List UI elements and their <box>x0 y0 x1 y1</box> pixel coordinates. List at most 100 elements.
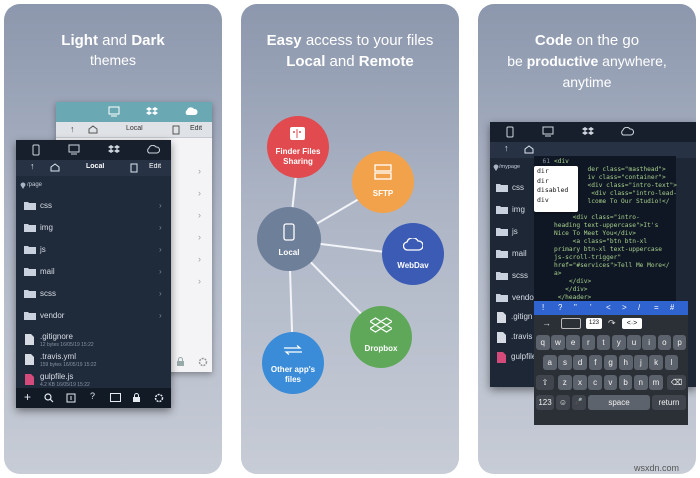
key-z[interactable]: z <box>558 375 572 390</box>
key-j[interactable]: j <box>634 355 648 370</box>
sftp-node[interactable]: SFTP <box>352 151 414 213</box>
backspace-key[interactable]: ⌫ <box>667 375 686 390</box>
other-apps-files-node[interactable]: Other app's files <box>262 332 324 394</box>
gear-icon[interactable] <box>198 357 208 367</box>
symbol-key[interactable]: = <box>654 303 659 312</box>
autocomplete-item[interactable]: dir <box>537 176 549 185</box>
transfer-icon[interactable] <box>66 393 76 403</box>
folder-row[interactable]: css <box>490 178 534 200</box>
up-arrow-icon[interactable]: ↑ <box>70 124 75 134</box>
cloud-icon[interactable] <box>620 127 634 136</box>
cloud-icon[interactable] <box>146 145 160 154</box>
phone-icon[interactable] <box>506 126 514 138</box>
key-s[interactable]: s <box>558 355 572 370</box>
key-w[interactable]: w <box>551 335 565 350</box>
emoji-key[interactable]: ☺ <box>556 395 570 410</box>
key-b[interactable]: b <box>618 375 633 390</box>
webdav-node[interactable]: WebDav <box>382 223 444 285</box>
symbol-key[interactable]: ' <box>590 303 592 312</box>
folder-row[interactable]: js <box>490 222 534 244</box>
document-icon[interactable] <box>172 125 180 135</box>
key-k[interactable]: k <box>649 355 663 370</box>
key-r[interactable]: r <box>581 335 596 350</box>
folder-row[interactable]: css› <box>16 196 171 218</box>
lock-icon[interactable] <box>132 393 141 403</box>
redo-icon[interactable]: ↷ <box>608 318 616 328</box>
dropbox-icon[interactable] <box>146 106 158 117</box>
key-u[interactable]: u <box>627 335 641 350</box>
phone-icon[interactable] <box>32 144 40 156</box>
symbol-key[interactable]: ? <box>558 303 563 312</box>
add-icon[interactable]: + <box>24 390 32 404</box>
key-m[interactable]: m <box>649 375 663 390</box>
help-icon[interactable]: ? <box>90 391 96 401</box>
key-g[interactable]: g <box>603 355 618 370</box>
home-icon[interactable] <box>50 163 60 172</box>
key-p[interactable]: p <box>672 335 687 350</box>
autocomplete-item[interactable]: dir <box>537 167 549 175</box>
key-i[interactable]: i <box>642 335 656 350</box>
key-l[interactable]: l <box>664 355 679 370</box>
file-row[interactable]: .gitign <box>490 308 534 330</box>
key-h[interactable]: h <box>619 355 633 370</box>
server-icon[interactable] <box>68 144 80 155</box>
folder-row[interactable]: mail <box>490 244 534 266</box>
file-row[interactable]: gulpfile <box>490 348 536 370</box>
document-icon[interactable] <box>130 163 138 173</box>
light-edit-button[interactable]: Edit <box>190 125 203 132</box>
key-d[interactable]: d <box>573 355 587 370</box>
home-icon[interactable] <box>524 145 534 154</box>
symbol-key[interactable]: " <box>574 303 577 312</box>
dropbox-icon[interactable] <box>108 144 120 155</box>
file-row[interactable]: .travis <box>490 328 534 350</box>
shift-key[interactable]: ⇧ <box>536 375 554 390</box>
up-arrow-icon[interactable]: ↑ <box>504 143 509 153</box>
key-v[interactable]: v <box>603 375 618 390</box>
key-t[interactable]: t <box>596 335 611 350</box>
code-editor[interactable]: 61<div der class="masthead"> iv class="c… <box>534 156 677 301</box>
symbol-key[interactable]: ! <box>542 303 545 312</box>
key-e[interactable]: e <box>566 335 580 350</box>
dark-edit-button[interactable]: Edit <box>149 163 162 170</box>
folder-row[interactable]: scss› <box>16 284 171 306</box>
key-c[interactable]: c <box>588 375 602 390</box>
key-n[interactable]: n <box>634 375 648 390</box>
up-arrow-icon[interactable]: ↑ <box>30 161 35 171</box>
symbol-key[interactable]: > <box>622 303 627 312</box>
search-icon[interactable] <box>44 393 54 403</box>
server-icon[interactable] <box>108 106 120 117</box>
symbol-key[interactable]: # <box>670 303 675 312</box>
folder-row[interactable]: img <box>490 200 534 222</box>
folder-row[interactable]: scss <box>490 266 534 288</box>
finder-files-sharing-node[interactable]: Finder Files Sharing <box>267 116 329 178</box>
microphone-key[interactable]: 🎤 <box>572 395 586 410</box>
server-icon[interactable] <box>542 126 554 137</box>
folder-row[interactable]: vendor <box>490 288 536 310</box>
local-node[interactable]: Local <box>257 207 321 271</box>
number-pad-key[interactable]: 123 <box>586 318 602 329</box>
terminal-icon[interactable] <box>110 393 121 402</box>
numbers-key[interactable]: 123 <box>536 395 554 410</box>
gear-icon[interactable] <box>154 393 164 403</box>
symbol-key[interactable]: < <box>606 303 611 312</box>
key-o[interactable]: o <box>657 335 672 350</box>
lock-icon[interactable] <box>176 357 185 367</box>
key-a[interactable]: a <box>543 355 557 370</box>
dropbox-node[interactable]: Dropbox <box>350 306 412 368</box>
autocomplete-item[interactable]: div <box>537 195 549 204</box>
home-icon[interactable] <box>88 125 98 134</box>
key-y[interactable]: y <box>612 335 626 350</box>
return-key[interactable]: return <box>652 395 686 410</box>
key-f[interactable]: f <box>588 355 603 370</box>
key-q[interactable]: q <box>536 335 550 350</box>
space-key[interactable]: space <box>588 395 650 410</box>
dropbox-icon[interactable] <box>582 126 594 137</box>
folder-row[interactable]: js› <box>16 240 171 262</box>
cursor-right-icon[interactable] <box>561 318 581 329</box>
autocomplete-item[interactable]: disabled <box>537 186 569 194</box>
folder-row[interactable]: mail› <box>16 262 171 284</box>
